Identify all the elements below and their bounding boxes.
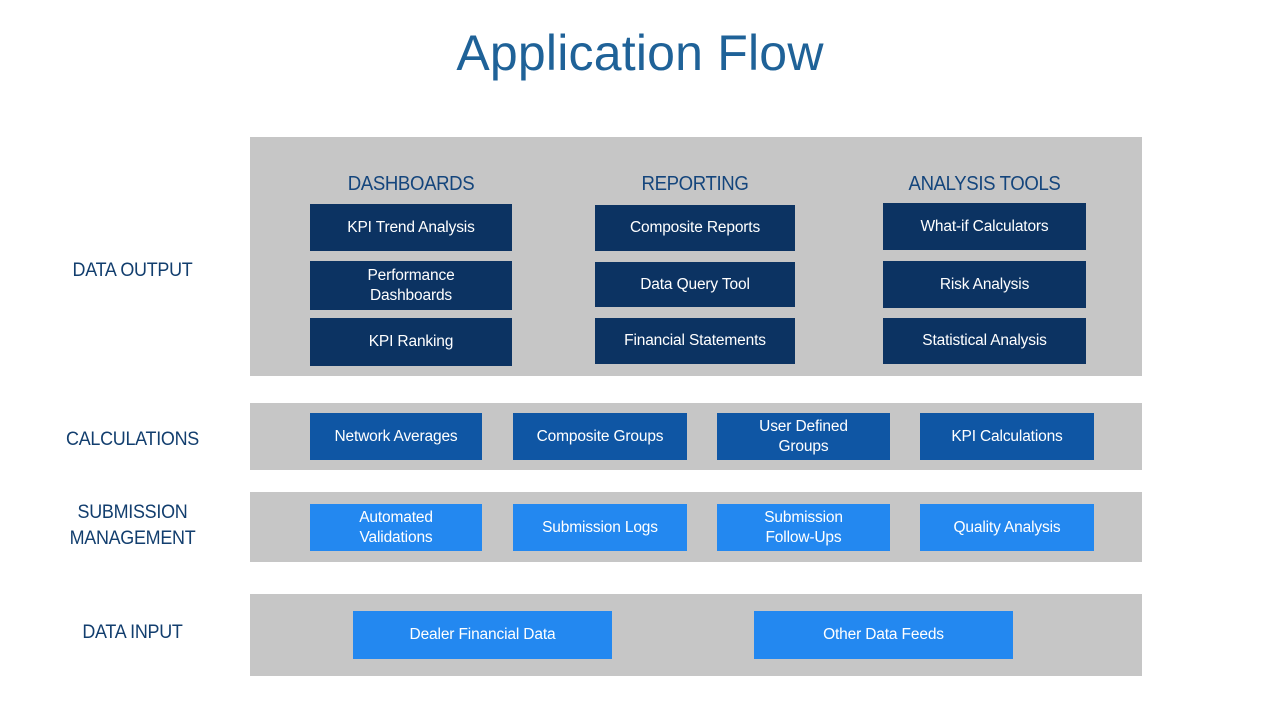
node-submission-logs[interactable]: Submission Logs: [513, 504, 687, 551]
node-kpi-trend-analysis[interactable]: KPI Trend Analysis: [310, 204, 512, 251]
row-label-calculations: CALCULATIONS: [66, 428, 199, 450]
node-what-if-calculators[interactable]: What-if Calculators: [883, 203, 1086, 250]
column-header-dashboards: DASHBOARDS: [347, 173, 475, 195]
node-composite-groups[interactable]: Composite Groups: [513, 413, 687, 460]
node-performance-dashboards[interactable]: Performance Dashboards: [310, 261, 512, 310]
node-composite-reports[interactable]: Composite Reports: [595, 205, 795, 251]
column-header-analysis-tools: ANALYSIS TOOLS: [908, 173, 1061, 195]
node-other-data-feeds[interactable]: Other Data Feeds: [754, 611, 1013, 659]
node-submission-follow-ups[interactable]: Submission Follow-Ups: [717, 504, 890, 551]
node-automated-validations[interactable]: Automated Validations: [310, 504, 482, 551]
node-financial-statements[interactable]: Financial Statements: [595, 318, 795, 364]
column-header-reporting: REPORTING: [641, 173, 749, 195]
node-kpi-calculations[interactable]: KPI Calculations: [920, 413, 1094, 460]
row-label-data-output: DATA OUTPUT: [72, 259, 193, 281]
row-label-submission-management: SUBMISSION MANAGEMENT: [69, 501, 196, 549]
node-statistical-analysis[interactable]: Statistical Analysis: [883, 318, 1086, 364]
node-quality-analysis[interactable]: Quality Analysis: [920, 504, 1094, 551]
node-data-query-tool[interactable]: Data Query Tool: [595, 262, 795, 307]
node-network-averages[interactable]: Network Averages: [310, 413, 482, 460]
node-risk-analysis[interactable]: Risk Analysis: [883, 261, 1086, 308]
node-kpi-ranking[interactable]: KPI Ranking: [310, 318, 512, 366]
node-dealer-financial-data[interactable]: Dealer Financial Data: [353, 611, 612, 659]
node-user-defined-groups[interactable]: User Defined Groups: [717, 413, 890, 460]
page-title: Application Flow: [456, 25, 824, 81]
row-label-data-input: DATA INPUT: [82, 621, 183, 643]
